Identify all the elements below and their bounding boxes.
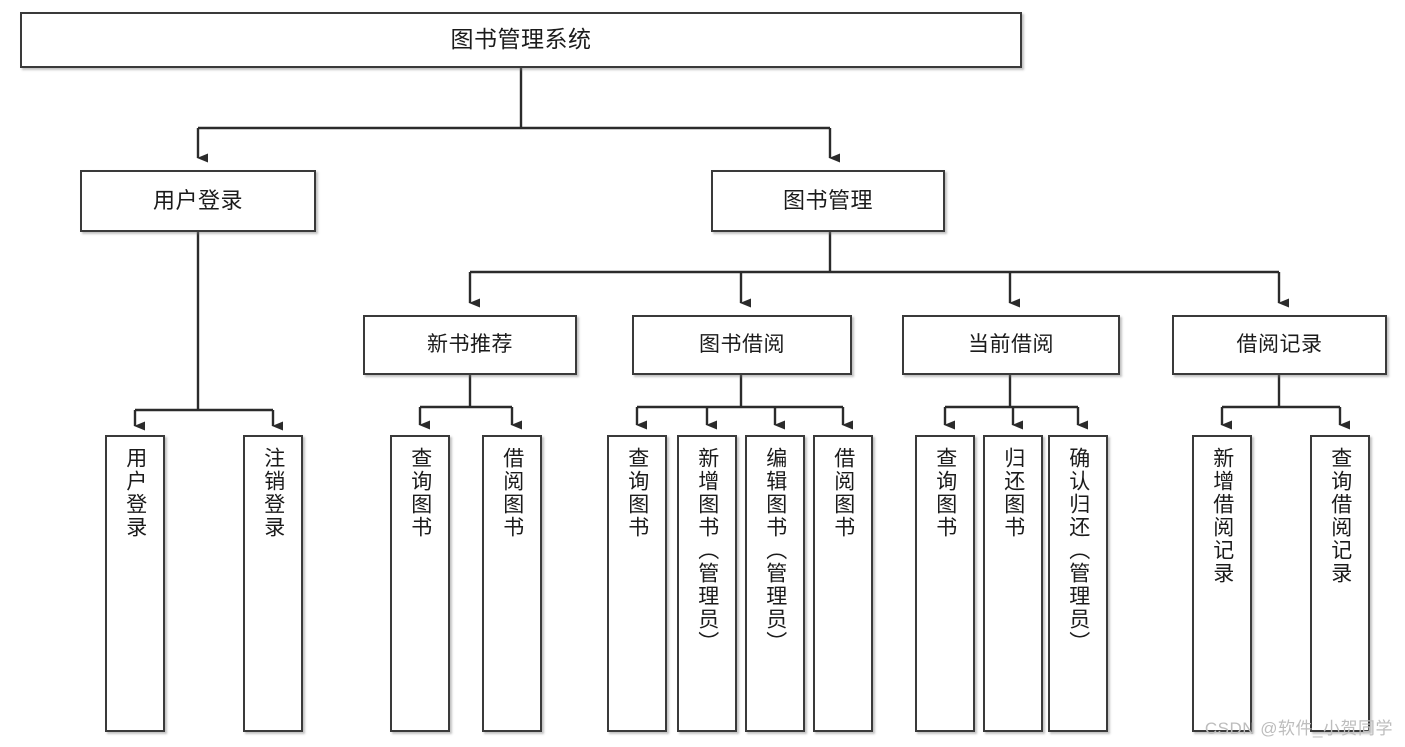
leaf-add-book-admin[interactable]: 新增图书（管理员） [677, 435, 737, 732]
node-root-book-management-system[interactable]: 图书管理系统 [20, 12, 1022, 68]
node-label: 新书推荐 [427, 332, 513, 356]
leaf-query-borrow-record[interactable]: 查询借阅记录 [1310, 435, 1370, 732]
leaf-borrow-book-2[interactable]: 借阅图书 [813, 435, 873, 732]
node-label: 借阅记录 [1236, 332, 1323, 356]
leaf-query-book-2[interactable]: 查询图书 [607, 435, 667, 732]
leaf-return-book[interactable]: 归还图书 [983, 435, 1043, 732]
node-label: 查询借阅记录 [1328, 447, 1352, 585]
leaf-query-book-1[interactable]: 查询图书 [390, 435, 450, 732]
node-label: 用户登录 [152, 188, 243, 214]
node-book-borrow[interactable]: 图书借阅 [632, 315, 852, 375]
node-borrow-record[interactable]: 借阅记录 [1172, 315, 1387, 375]
node-label: 借阅图书 [831, 447, 855, 539]
node-current-borrow[interactable]: 当前借阅 [902, 315, 1120, 375]
node-book-management[interactable]: 图书管理 [711, 170, 945, 232]
node-label: 新增借阅记录 [1210, 447, 1234, 585]
node-label: 确认归还（管理员） [1066, 447, 1090, 654]
node-new-book-recommend[interactable]: 新书推荐 [363, 315, 577, 375]
watermark-text: CSDN @软件_小贺同学 [1204, 719, 1393, 738]
node-label: 编辑图书（管理员） [763, 447, 787, 654]
node-label: 查询图书 [933, 447, 957, 539]
leaf-confirm-return-admin[interactable]: 确认归还（管理员） [1048, 435, 1108, 732]
node-label: 当前借阅 [968, 332, 1054, 356]
node-label: 查询图书 [625, 447, 649, 539]
node-user-login[interactable]: 用户登录 [80, 170, 316, 232]
leaf-borrow-book-1[interactable]: 借阅图书 [482, 435, 542, 732]
leaf-logout-login[interactable]: 注销登录 [243, 435, 303, 732]
leaf-user-login[interactable]: 用户登录 [105, 435, 165, 732]
leaf-add-borrow-record[interactable]: 新增借阅记录 [1192, 435, 1252, 732]
leaf-edit-book-admin[interactable]: 编辑图书（管理员） [745, 435, 805, 732]
node-label: 图书管理系统 [450, 26, 592, 53]
node-label: 归还图书 [1001, 447, 1025, 539]
node-label: 查询图书 [408, 447, 432, 539]
leaf-query-book-3[interactable]: 查询图书 [915, 435, 975, 732]
node-label: 注销登录 [261, 447, 285, 539]
node-label: 借阅图书 [500, 447, 524, 539]
node-label: 图书借阅 [699, 332, 785, 356]
node-label: 新增图书（管理员） [695, 447, 719, 654]
node-label: 图书管理 [782, 188, 873, 214]
node-label: 用户登录 [123, 447, 147, 539]
